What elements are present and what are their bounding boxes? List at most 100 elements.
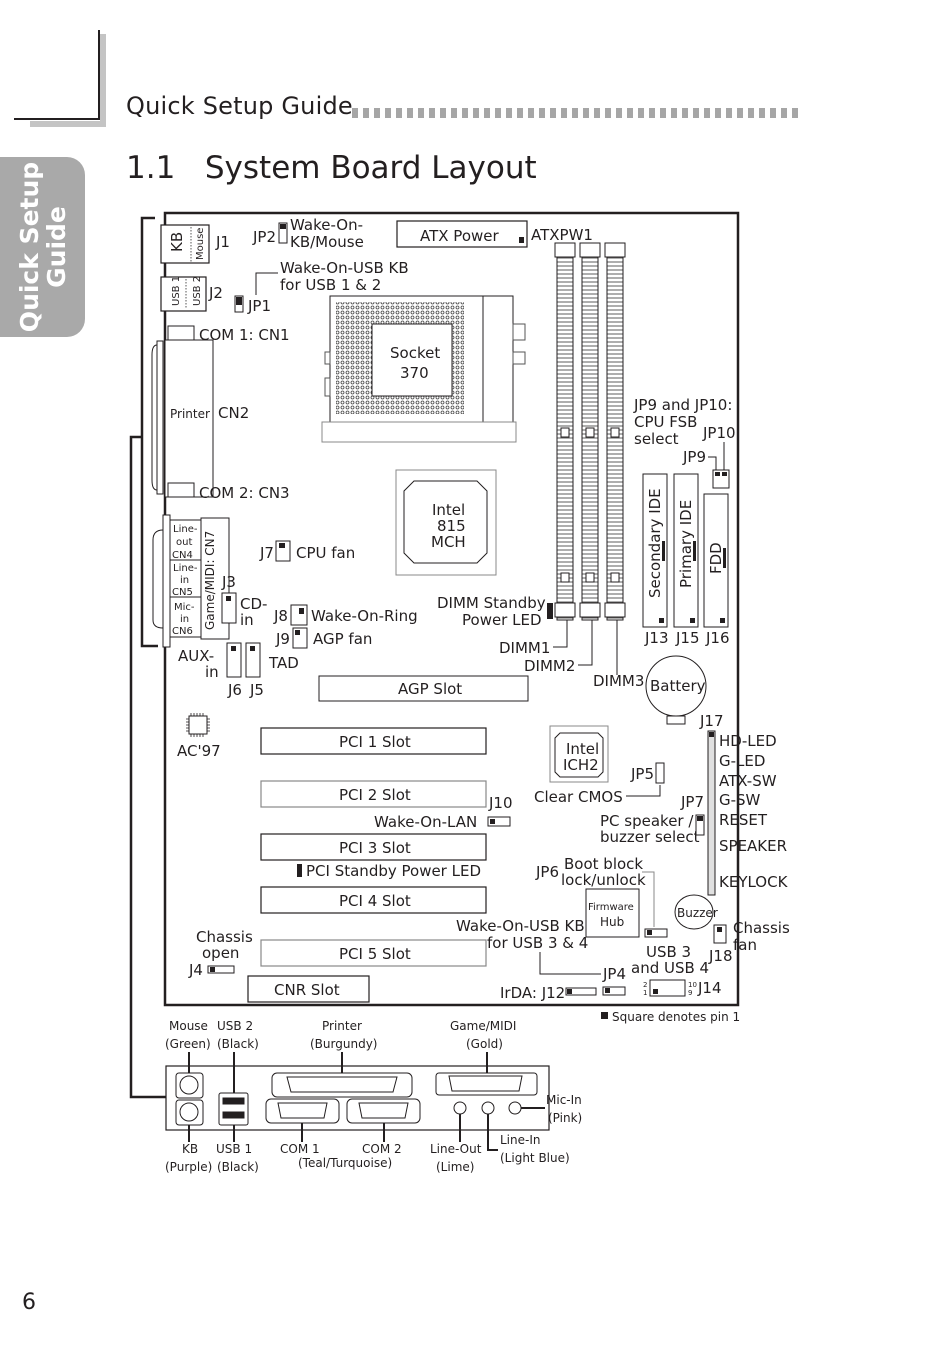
io-com1: COM 1 — [280, 1142, 320, 1156]
buzzer-label: Buzzer — [677, 906, 718, 920]
j7-desc: CPU fan — [296, 544, 355, 562]
jp7-label: JP7 — [680, 793, 704, 811]
j7-label: J7 — [259, 544, 274, 562]
io-linein-2: (Light Blue) — [500, 1151, 570, 1165]
io-lineout-1: Line-Out — [430, 1142, 482, 1156]
j9-label: J9 — [275, 630, 290, 648]
io-usb1-2: (Black) — [217, 1160, 259, 1174]
jp9-label: JP9 — [682, 448, 706, 466]
kb-mouse-connector: KB Mouse — [160, 224, 210, 264]
agp-label: AGP Slot — [398, 680, 462, 698]
j14-pin-1: 1 — [643, 989, 647, 997]
fp-g-sw: G-SW — [719, 791, 761, 809]
jp1-desc-1: Wake-On-USB KB — [280, 259, 409, 277]
usb1-label: USB 1 — [171, 276, 182, 306]
j6-label: J6 — [227, 681, 242, 699]
j4-header — [207, 965, 235, 974]
buzzer — [674, 894, 714, 930]
pci-slot-2 — [260, 780, 487, 808]
mouse-label: Mouse — [195, 228, 206, 260]
j3-desc-1: CD- — [240, 595, 267, 613]
j10-label: J10 — [488, 794, 513, 812]
io-mouse-1: Mouse — [169, 1019, 208, 1033]
j17-label: J17 — [699, 712, 724, 730]
io-usb1-1: USB 1 — [216, 1142, 252, 1156]
chassis-fan-1: Chassis — [733, 919, 790, 937]
intel-815-mch — [395, 469, 497, 576]
jp2-jumper — [278, 222, 288, 244]
j5-header — [245, 642, 261, 678]
socket-label-2: 370 — [400, 364, 429, 382]
section-header-title: Quick Setup Guide — [126, 92, 353, 120]
pci-slot-1 — [260, 727, 487, 755]
jp2-label: JP2 — [252, 228, 276, 246]
ich-label-1: Intel — [566, 740, 599, 758]
j9-desc: AGP fan — [313, 630, 372, 648]
atx-power-connector — [396, 220, 528, 248]
jp6-jumper — [644, 928, 668, 938]
jp7-desc-2: buzzer select — [600, 828, 700, 846]
jp1-label: JP1 — [247, 297, 271, 315]
cn2-label: CN2 — [218, 404, 249, 422]
lineout-1: Line- — [173, 524, 198, 535]
jp4-desc-2: for USB 3 & 4 — [487, 934, 588, 952]
jp2-desc-2: KB/Mouse — [290, 233, 364, 251]
lineout-2: out — [176, 537, 192, 548]
usb34-2: and USB 4 — [631, 959, 709, 977]
jp6-label: JP6 — [535, 863, 559, 881]
linein-1: Line- — [173, 563, 198, 574]
j4-label: J4 — [188, 961, 203, 979]
jp7-jumper — [695, 814, 705, 836]
jp5-jumper — [655, 762, 665, 784]
j18-label: J18 — [708, 947, 733, 965]
j17-front-panel-header — [707, 730, 716, 896]
io-printer-2: (Burgundy) — [310, 1037, 377, 1051]
micin-1: Mic- — [174, 602, 195, 613]
usb34-1: USB 3 — [646, 943, 691, 961]
fdd-label: FDD — [707, 542, 725, 574]
pci2-label: PCI 2 Slot — [339, 786, 411, 804]
fp-reset: RESET — [719, 811, 768, 829]
irda-header — [565, 987, 597, 996]
wol-label: Wake-On-LAN — [374, 813, 477, 831]
pci-slots — [260, 727, 487, 967]
linein-2: in — [180, 575, 189, 586]
io-game-2: (Gold) — [466, 1037, 503, 1051]
lineout-3: CN4 — [172, 550, 193, 561]
io-mouse-2: (Green) — [165, 1037, 211, 1051]
chassis-open-2: open — [202, 944, 239, 962]
com2-label: COM 2: CN3 — [199, 484, 290, 502]
j14-pin-10: 10 — [688, 981, 697, 989]
j10-header — [487, 816, 511, 827]
pci3-label: PCI 3 Slot — [339, 839, 411, 857]
com-printer-connectors — [151, 325, 214, 498]
aux-2: in — [205, 663, 219, 681]
kb-label: KB — [168, 232, 186, 252]
com1-label: COM 1: CN1 — [199, 326, 290, 344]
ich-label-2: ICH2 — [563, 756, 599, 774]
dimm3-label: DIMM3 — [593, 672, 644, 690]
jp5-label: JP5 — [630, 765, 654, 783]
io-usb2-1: USB 2 — [217, 1019, 253, 1033]
j16-label: J16 — [705, 629, 730, 647]
fp-hd-led: HD-LED — [719, 732, 777, 750]
atx-power-label: ATX Power — [420, 227, 499, 245]
io-lineout-2: (Lime) — [436, 1160, 474, 1174]
dimm-slots — [554, 242, 626, 621]
fsb-desc-2: CPU FSB — [634, 413, 697, 431]
pci1-label: PCI 1 Slot — [339, 733, 411, 751]
io-mic-1: Mic-In — [546, 1093, 582, 1107]
page-number: 6 — [22, 1290, 36, 1315]
jp7-desc-1: PC speaker / — [600, 812, 694, 830]
j3-label: J3 — [221, 573, 236, 591]
j14-header — [649, 979, 686, 997]
usb2-label: USB 2 — [192, 276, 203, 306]
micin-3: CN6 — [172, 626, 193, 637]
io-printer-1: Printer — [322, 1019, 362, 1033]
j8-desc: Wake-On-Ring — [311, 607, 418, 625]
pci4-label: PCI 4 Slot — [339, 892, 411, 910]
io-com-color: (Teal/Turquoise) — [298, 1156, 392, 1170]
jp6-desc-2: lock/unlock — [561, 871, 646, 889]
j14-label: J14 — [697, 979, 722, 997]
header-dotted-rule — [352, 108, 798, 118]
